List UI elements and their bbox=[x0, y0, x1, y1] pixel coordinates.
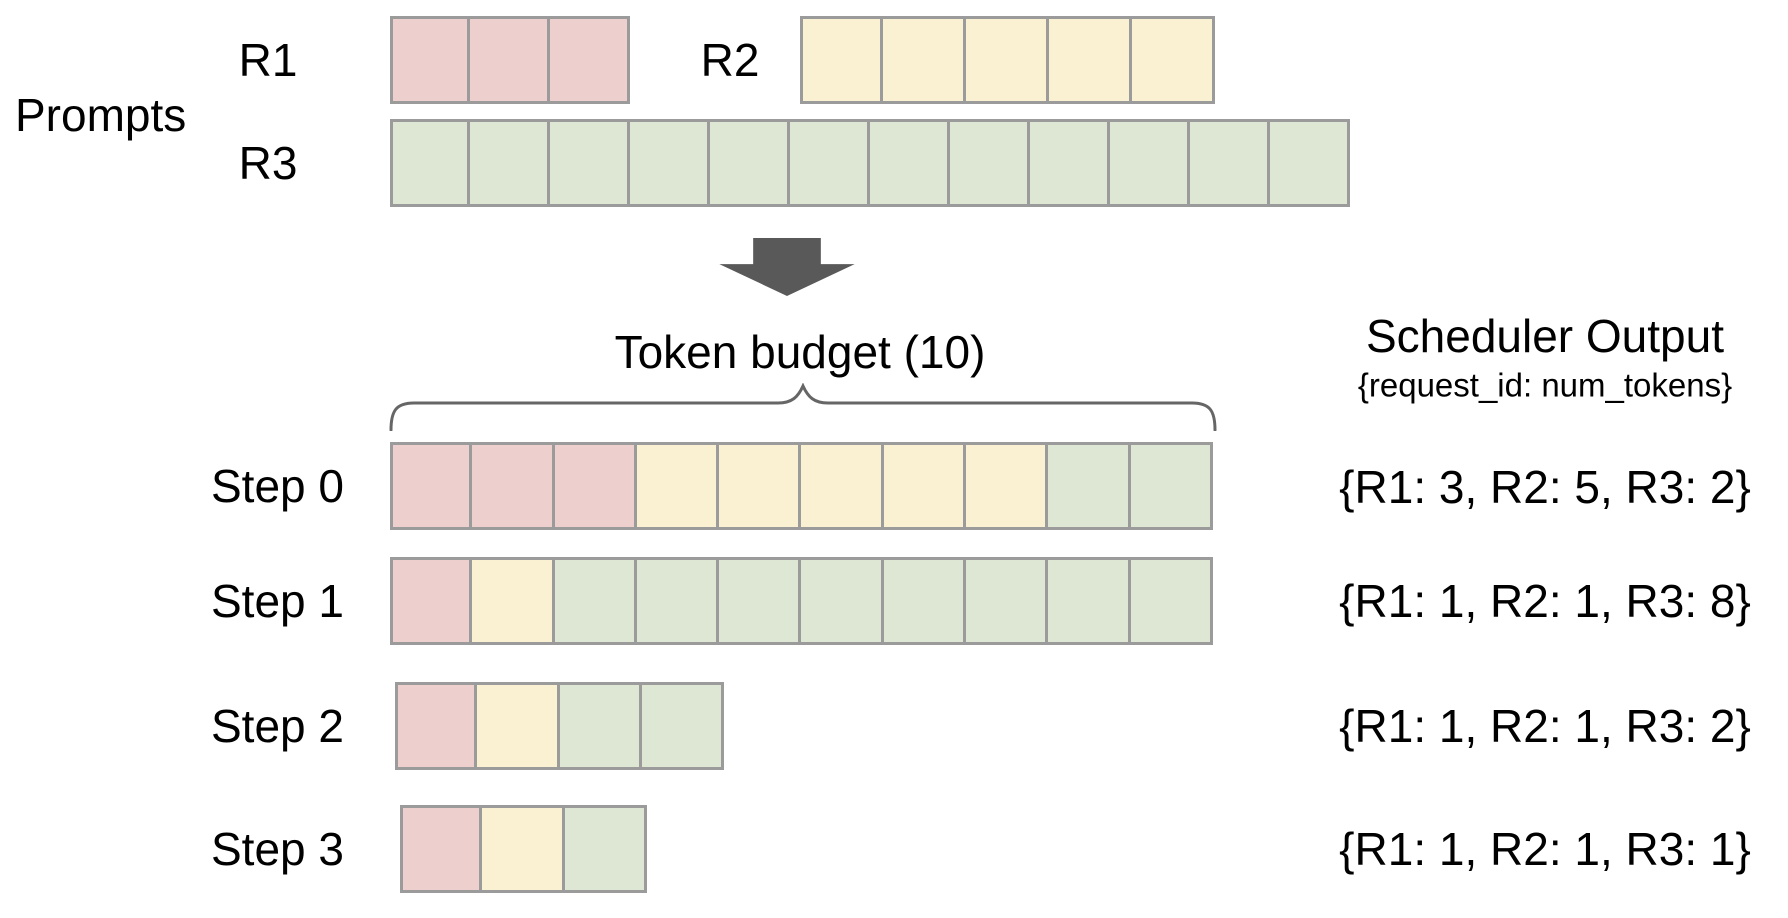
token-cell-r1 bbox=[390, 442, 473, 530]
token-cell-r2 bbox=[482, 805, 565, 893]
step-label-1: Step 1 bbox=[211, 575, 344, 627]
token-cell-r1 bbox=[470, 16, 550, 104]
token-budget-brace bbox=[389, 383, 1217, 431]
token-cell-r3 bbox=[710, 119, 790, 207]
token-cell-r3 bbox=[550, 119, 630, 207]
token-cell-r3 bbox=[801, 557, 884, 645]
token-cell-r3 bbox=[641, 682, 725, 770]
prompts-section-label: Prompts bbox=[15, 89, 187, 141]
token-cell-r3 bbox=[636, 557, 720, 645]
token-cell-r1 bbox=[395, 682, 478, 770]
token-cell-r3 bbox=[554, 557, 637, 645]
token-cell-r3 bbox=[950, 119, 1030, 207]
step-label-2: Step 2 bbox=[211, 700, 344, 752]
step-token-row-1 bbox=[390, 557, 1213, 645]
token-cell-r2 bbox=[801, 442, 884, 530]
token-cell-r3 bbox=[1048, 442, 1131, 530]
step-token-row-2 bbox=[395, 682, 725, 770]
token-cell-r2 bbox=[719, 442, 802, 530]
token-cell-r2 bbox=[883, 442, 967, 530]
token-budget-title: Token budget (10) bbox=[614, 326, 986, 378]
token-cell-r2 bbox=[966, 16, 1049, 104]
scheduler-output-subtitle: {request_id: num_tokens} bbox=[1357, 366, 1733, 404]
step-token-row-3 bbox=[400, 805, 647, 893]
step-label-3: Step 3 bbox=[211, 823, 344, 875]
token-cell-r2 bbox=[1049, 16, 1132, 104]
scheduler-output-step-2: {R1: 1, R2: 1, R3: 2} bbox=[1339, 700, 1751, 752]
scheduler-output-step-3: {R1: 1, R2: 1, R3: 1} bbox=[1339, 823, 1751, 875]
token-cell-r3 bbox=[1130, 557, 1213, 645]
token-cell-r3 bbox=[564, 805, 647, 893]
down-arrow-icon bbox=[719, 238, 855, 296]
token-cell-r3 bbox=[559, 682, 642, 770]
token-cell-r2 bbox=[636, 442, 720, 530]
token-cell-r1 bbox=[390, 557, 473, 645]
token-cell-r3 bbox=[1048, 557, 1131, 645]
token-cell-r3 bbox=[390, 119, 470, 207]
token-cell-r2 bbox=[1132, 16, 1215, 104]
token-cell-r3 bbox=[470, 119, 550, 207]
request-label-r3: R3 bbox=[238, 137, 298, 189]
token-cell-r3 bbox=[870, 119, 950, 207]
scheduler-output-title: Scheduler Output bbox=[1365, 310, 1724, 362]
token-cell-r1 bbox=[400, 805, 483, 893]
token-cell-r3 bbox=[1270, 119, 1350, 207]
token-cell-r2 bbox=[966, 442, 1049, 530]
token-cell-r3 bbox=[719, 557, 802, 645]
token-cell-r3 bbox=[1130, 442, 1213, 530]
token-cell-r3 bbox=[630, 119, 710, 207]
token-cell-r3 bbox=[1030, 119, 1110, 207]
step-token-row-0 bbox=[390, 442, 1213, 530]
token-cell-r3 bbox=[1190, 119, 1270, 207]
token-cell-r2 bbox=[477, 682, 560, 770]
scheduler-output-step-1: {R1: 1, R2: 1, R3: 8} bbox=[1339, 575, 1751, 627]
request-label-r2: R2 bbox=[700, 34, 760, 86]
token-cell-r1 bbox=[472, 442, 555, 530]
token-cell-r2 bbox=[472, 557, 555, 645]
token-cell-r2 bbox=[800, 16, 883, 104]
scheduler-output-step-0: {R1: 3, R2: 5, R3: 2} bbox=[1339, 461, 1751, 513]
token-cell-r2 bbox=[883, 16, 966, 104]
token-cell-r3 bbox=[790, 119, 870, 207]
token-cell-r1 bbox=[554, 442, 637, 530]
request-label-r1: R1 bbox=[238, 34, 298, 86]
prompt-token-row-r1 bbox=[390, 16, 630, 104]
step-label-0: Step 0 bbox=[211, 460, 344, 512]
token-cell-r1 bbox=[550, 16, 630, 104]
token-cell-r3 bbox=[1110, 119, 1190, 207]
token-cell-r3 bbox=[883, 557, 967, 645]
prompt-token-row-r2 bbox=[800, 16, 1215, 104]
token-cell-r1 bbox=[390, 16, 470, 104]
token-cell-r3 bbox=[966, 557, 1049, 645]
prompt-token-row-r3 bbox=[390, 119, 1350, 207]
